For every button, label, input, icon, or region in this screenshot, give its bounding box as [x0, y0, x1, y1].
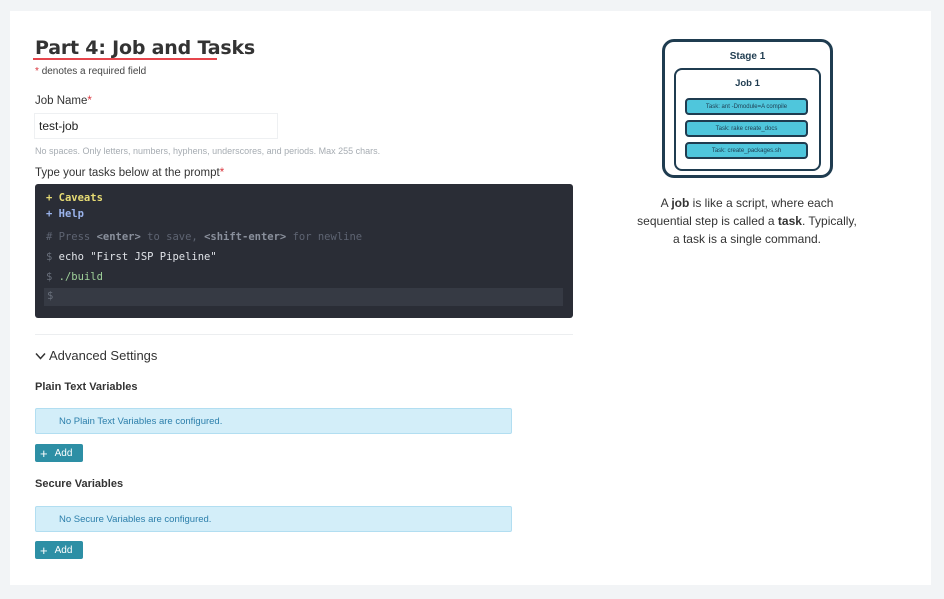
diagram-task: Task: create_packages.sh [685, 142, 808, 159]
plus-icon: + [40, 542, 48, 558]
advanced-settings-toggle[interactable]: Advanced Settings [35, 348, 157, 363]
secure-variables-empty-alert: No Secure Variables are configured. [35, 506, 512, 532]
chevron-down-icon [35, 352, 46, 360]
prompt-symbol: $ [46, 251, 53, 263]
terminal-hint-comment: # Press <enter> to save, <shift-enter> f… [46, 231, 362, 243]
diagram-task: Task: rake create_docs [685, 120, 808, 137]
stage-job-diagram: Stage 1 Job 1 Task: ant -Dmodule=A compi… [662, 39, 833, 178]
task-command[interactable]: $ echo "First JSP Pipeline" [46, 251, 217, 263]
tasks-label-text: Type your tasks below at the prompt [35, 167, 220, 179]
caveats-toggle[interactable]: + Caveats [46, 192, 103, 204]
desc-text: A [660, 196, 672, 210]
diagram-stage-title: Stage 1 [729, 51, 766, 62]
tasks-terminal[interactable]: + Caveats + Help # Press <enter> to save… [35, 184, 573, 318]
desc-text: . Typically, a task is a single command. [672, 214, 857, 246]
desc-bold-job: job [671, 196, 690, 210]
required-star: * [87, 95, 92, 107]
desc-bold-task: task [777, 214, 802, 228]
job-name-label-text: Job Name [35, 95, 88, 107]
task-command-text: ./build [58, 271, 103, 283]
help-toggle[interactable]: + Help [46, 208, 84, 220]
job-name-hint: No spaces. Only letters, numbers, hyphen… [35, 146, 381, 156]
section-divider [35, 334, 573, 335]
plain-text-variables-empty-alert: No Plain Text Variables are configured. [35, 408, 512, 434]
add-plain-text-variable-button[interactable]: + Add [35, 444, 83, 462]
secure-variables-label: Secure Variables [35, 478, 124, 490]
task-command[interactable]: $ ./build [46, 271, 103, 283]
diagram-job-box: Job 1 Task: ant -Dmodule=A compile Task:… [674, 68, 821, 171]
comment-prefix: # Press [46, 231, 97, 243]
add-secure-variable-button[interactable]: + Add [35, 541, 83, 559]
required-star: * [219, 167, 225, 179]
prompt-symbol: $ [47, 290, 54, 302]
comment-key-shift-enter: <shift-enter> [204, 231, 287, 243]
plus-icon: + [40, 445, 48, 461]
task-command-text: echo "First JSP Pipeline" [58, 251, 217, 263]
advanced-settings-label: Advanced Settings [49, 348, 158, 363]
comment-mid: to save, [140, 231, 205, 243]
required-note-text: denotes a required field [41, 66, 147, 77]
required-star: * [35, 66, 39, 77]
terminal-input-row[interactable]: $ [44, 288, 563, 306]
comment-key-enter: <enter> [96, 231, 141, 243]
page-title: Part 4: Job and Tasks [35, 37, 256, 59]
plain-text-variables-label: Plain Text Variables [35, 381, 138, 393]
comment-suffix: for newline [286, 231, 363, 243]
tasks-label: Type your tasks below at the prompt* [35, 167, 224, 179]
required-note: * denotes a required field [35, 66, 146, 77]
prompt-symbol: $ [46, 271, 53, 283]
diagram-task: Task: ant -Dmodule=A compile [685, 98, 808, 115]
add-button-label: Add [54, 447, 73, 459]
diagram-job-title: Job 1 [735, 78, 760, 89]
job-name-label: Job Name* [35, 95, 92, 107]
add-button-label: Add [54, 544, 73, 556]
job-name-input[interactable] [34, 113, 278, 139]
desc-text: is like a script, where each sequential … [637, 196, 834, 228]
title-underline [33, 58, 217, 60]
job-description: A job is like a script, where each seque… [637, 194, 857, 248]
